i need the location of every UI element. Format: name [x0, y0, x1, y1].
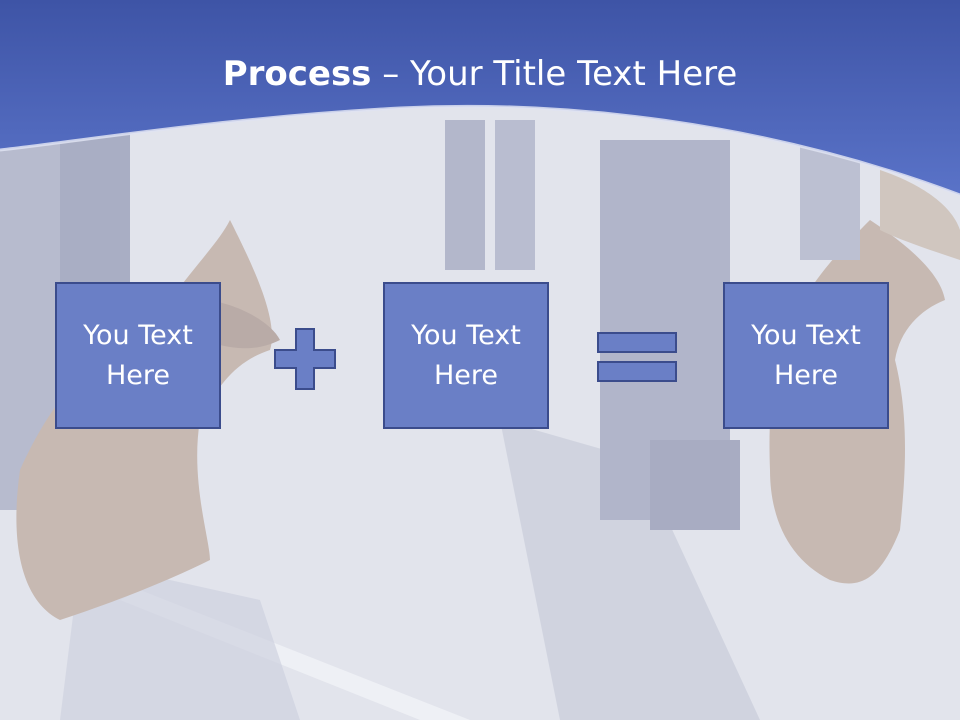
plus-icon [274, 328, 336, 390]
process-box-3-label: You Text Here [751, 319, 861, 391]
process-box-2-label: You Text Here [411, 319, 521, 391]
process-box-2[interactable]: You Text Here [383, 282, 549, 429]
title-bold: Process [222, 54, 372, 94]
process-box-3[interactable]: You Text Here [723, 282, 889, 429]
process-box-1[interactable]: You Text Here [55, 282, 221, 429]
title-rest: – Your Title Text Here [371, 54, 738, 94]
slide-title: Process – Your Title Text Here [0, 52, 960, 96]
header-band [0, 0, 960, 197]
process-box-1-label: You Text Here [83, 319, 193, 391]
equals-icon [597, 332, 677, 382]
